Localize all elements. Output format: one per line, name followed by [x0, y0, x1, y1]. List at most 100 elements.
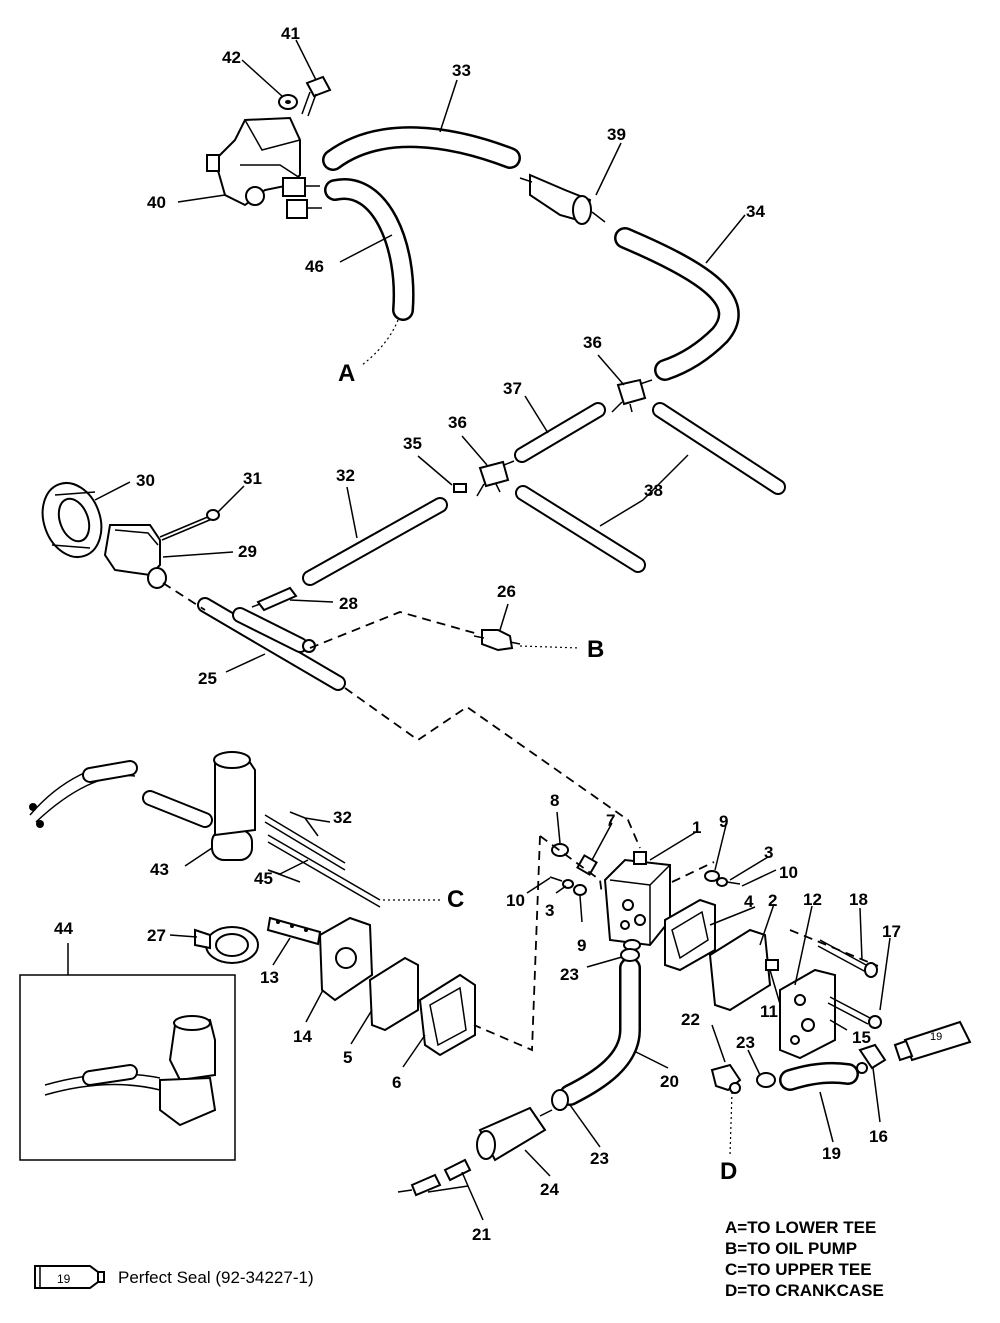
letter-d: D — [720, 1158, 737, 1185]
callout-32-upper: 32 — [336, 466, 355, 485]
inset-primer-assembly — [44, 1015, 217, 1127]
callout-17: 17 — [882, 922, 901, 941]
fitting-35 — [453, 483, 467, 493]
callout-19: 19 — [822, 1144, 841, 1163]
gasket-6 — [418, 973, 476, 1057]
callout-3-right: 3 — [764, 843, 773, 862]
callout-36-lower: 36 — [448, 413, 467, 432]
callout-45: 45 — [254, 869, 273, 888]
callout-9-left: 9 — [577, 936, 586, 955]
letter-b: B — [587, 636, 604, 663]
callout-8: 8 — [550, 791, 559, 810]
sealant-tube-label-small: 19 — [930, 1031, 942, 1043]
callout-1: 1 — [692, 818, 701, 837]
callout-23-right: 23 — [736, 1033, 755, 1052]
connector-21-b — [397, 1173, 442, 1197]
hose-46 — [324, 178, 415, 321]
callout-7: 7 — [606, 811, 615, 830]
callout-39: 39 — [607, 125, 626, 144]
plate-13 — [266, 916, 322, 946]
screw-31 — [159, 509, 220, 541]
gasket-5 — [368, 956, 419, 1032]
tee-fitting-36-lower — [476, 460, 515, 497]
callout-13: 13 — [260, 968, 279, 987]
legend-line-c: C=TO UPPER TEE — [725, 1260, 872, 1279]
routing-lines — [162, 319, 879, 1156]
fitting-28 — [251, 586, 298, 612]
callout-41: 41 — [281, 24, 300, 43]
elbow-fitting-22 — [710, 1063, 742, 1094]
hose-20 — [559, 957, 641, 1106]
inset-frame-44 — [19, 974, 236, 1161]
callout-26: 26 — [497, 582, 516, 601]
callout-38: 38 — [644, 481, 663, 500]
diaphragm-2 — [708, 928, 772, 1012]
callout-3-left: 3 — [545, 901, 554, 920]
tube-37 — [514, 402, 606, 463]
clamp-23-top — [620, 948, 640, 962]
callout-32-lower: 32 — [333, 808, 352, 827]
callout-9-right: 9 — [719, 812, 728, 831]
sealant-tube-icon — [34, 1265, 105, 1289]
spring-11 — [765, 959, 779, 971]
callout-35: 35 — [403, 434, 422, 453]
letter-a: A — [338, 360, 355, 387]
tube-32 — [302, 497, 448, 586]
callout-42: 42 — [222, 48, 241, 67]
legend-line-a: A=TO LOWER TEE — [725, 1218, 876, 1237]
callout-33: 33 — [452, 61, 471, 80]
callout-6: 6 — [392, 1073, 401, 1092]
destination-legend: A=TO LOWER TEE B=TO OIL PUMP C=TO UPPER … — [725, 1218, 884, 1300]
callout-20: 20 — [660, 1072, 679, 1091]
washer-9-right — [704, 870, 720, 882]
callout-14: 14 — [293, 1027, 312, 1046]
callout-30: 30 — [136, 471, 155, 490]
callout-21: 21 — [472, 1225, 491, 1244]
callout-16: 16 — [869, 1127, 888, 1146]
connector-21-a — [443, 1158, 472, 1182]
adapter-plate-14 — [318, 916, 374, 1002]
hose-19 — [779, 1061, 859, 1091]
tube-38-lower — [515, 485, 646, 573]
leader-lines — [67, 39, 891, 1221]
callout-40: 40 — [147, 193, 166, 212]
callout-37: 37 — [503, 379, 522, 398]
callout-4: 4 — [744, 892, 754, 911]
callout-2: 2 — [768, 891, 777, 910]
callout-36-upper: 36 — [583, 333, 602, 352]
callout-10-right: 10 — [779, 863, 798, 882]
sealant-key: 19 Perfect Seal (92-34227-1) — [34, 1265, 314, 1289]
fuel-pump-body-1 — [603, 851, 671, 951]
tee-fitting-36-upper — [611, 378, 653, 413]
sealant-tube-19 — [893, 1020, 972, 1062]
pump-cover-12 — [779, 968, 836, 1060]
callout-5: 5 — [343, 1048, 352, 1067]
screw-15 — [827, 996, 882, 1029]
check-valve-26 — [473, 629, 521, 652]
washer-9-left — [573, 884, 587, 896]
pin-3-right — [716, 877, 741, 887]
sealant-description: Perfect Seal (92-34227-1) — [118, 1268, 314, 1287]
primer-valve-assembly — [206, 116, 322, 219]
callout-12: 12 — [803, 890, 822, 909]
callout-11: 11 — [760, 1002, 778, 1021]
legend-line-b: B=TO OIL PUMP — [725, 1239, 857, 1258]
fuel-filter-39 — [519, 173, 606, 225]
tube-38-upper — [652, 402, 786, 495]
clamp-23-right — [756, 1072, 776, 1088]
callout-28: 28 — [339, 594, 358, 613]
primer-solenoid-43 — [29, 751, 256, 861]
sealant-tube-label: 19 — [57, 1272, 71, 1286]
callout-44: 44 — [54, 919, 73, 938]
callout-24: 24 — [540, 1180, 559, 1199]
callout-46: 46 — [305, 257, 324, 276]
spring-7 — [576, 854, 598, 876]
callout-22: 22 — [681, 1010, 700, 1029]
hose-33 — [322, 126, 521, 171]
hose-34 — [614, 227, 740, 381]
pin-10-left — [549, 876, 563, 882]
screw-41 — [301, 75, 332, 117]
clamp-23-bottom — [551, 1089, 569, 1111]
legend-line-d: D=TO CRANKCASE — [725, 1281, 884, 1300]
